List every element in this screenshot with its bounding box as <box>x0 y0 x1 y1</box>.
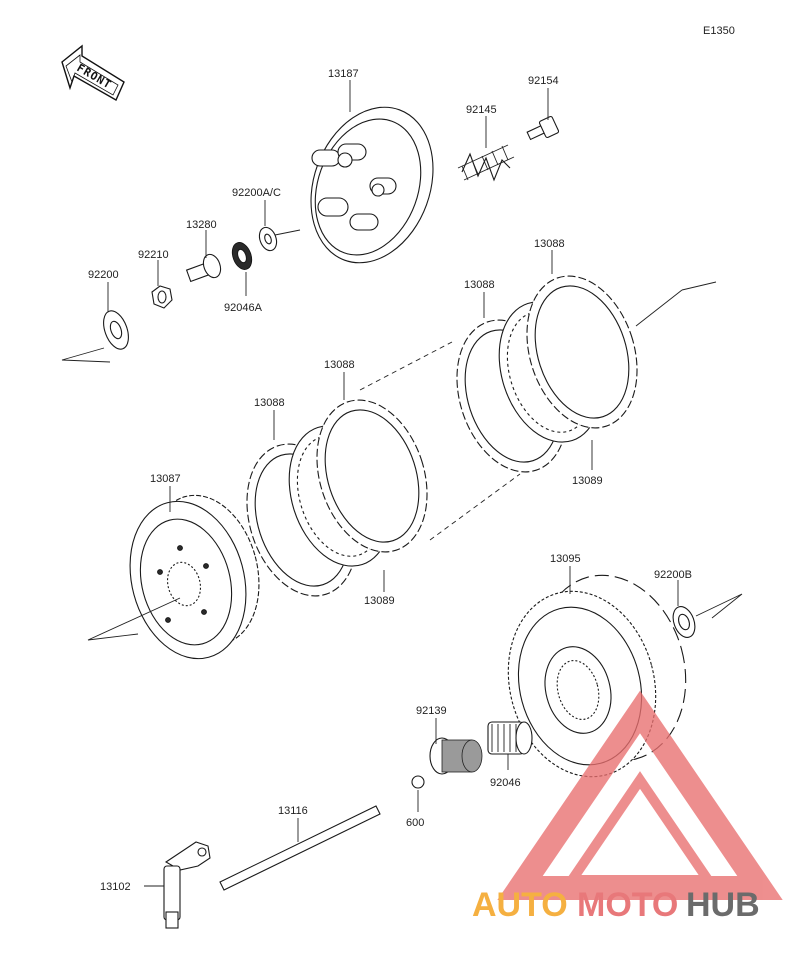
part-label-13116: 13116 <box>278 805 308 817</box>
part-label-13087: 13087 <box>150 473 181 485</box>
bolt-92154 <box>526 115 560 141</box>
part-label-92139: 92139 <box>416 705 447 717</box>
part-label-13102: 13102 <box>100 881 131 893</box>
part-label-13187: 13187 <box>328 68 359 80</box>
svg-text:MOTO: MOTO <box>577 886 678 924</box>
part-label-13088-lower: 13088 <box>254 397 285 409</box>
svg-text:HUB: HUB <box>686 886 760 924</box>
part-label-13089-lower: 13089 <box>364 595 395 607</box>
part-label-92154: 92154 <box>528 75 559 87</box>
part-label-92046a: 92046A <box>224 302 263 314</box>
friction-plate-13088-d <box>526 275 638 429</box>
part-label-92145: 92145 <box>466 104 497 116</box>
part-label-92200: 92200 <box>88 269 119 281</box>
part-label-13088-lower-mid: 13088 <box>324 359 355 371</box>
push-rod-13116 <box>219 805 381 891</box>
part-label-13280: 13280 <box>186 219 217 231</box>
spring-92145 <box>457 144 515 182</box>
part-label-92210: 92210 <box>138 249 169 261</box>
automotohub-logo-icon <box>497 690 783 900</box>
lock-washer-92200 <box>103 310 129 350</box>
pusher-13280 <box>185 253 222 283</box>
friction-plate-13088-b <box>316 399 428 553</box>
part-label-13088-top: 13088 <box>534 238 565 250</box>
svg-text:AUTO: AUTO <box>472 886 568 924</box>
part-label-13089-upper: 13089 <box>572 475 603 487</box>
diagram-code: E1350 <box>703 25 735 37</box>
ball-600 <box>411 775 425 789</box>
part-label-92200ac: 92200A/C <box>232 187 281 199</box>
sleeve-92139 <box>429 737 483 775</box>
part-label-92200b: 92200B <box>654 569 692 581</box>
clutch-hub-13087 <box>129 494 260 660</box>
part-label-13088-upper-mid: 13088 <box>464 279 495 291</box>
pressure-plate-13187 <box>310 106 434 264</box>
part-label-92046: 92046 <box>490 777 521 789</box>
part-label-600: 600 <box>406 817 424 829</box>
watermark-brand: AUTO MOTO HUB <box>472 886 760 924</box>
needle-bearing-92046 <box>487 721 533 755</box>
front-arrow-icon: FRONT <box>61 44 125 101</box>
release-lever-13102 <box>163 841 211 929</box>
part-label-13095: 13095 <box>550 553 581 565</box>
